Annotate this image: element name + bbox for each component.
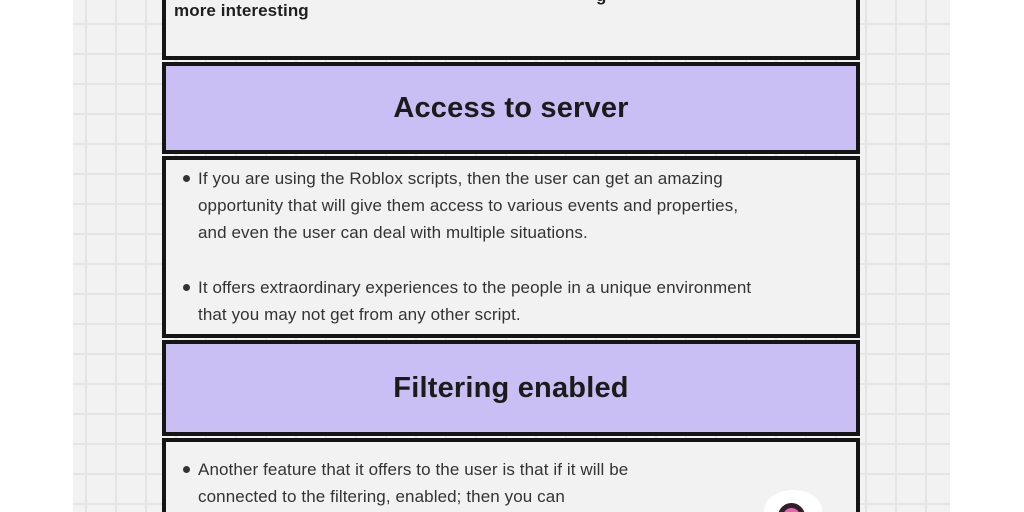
- intro-box: g more interesting: [162, 0, 860, 60]
- section-title: Filtering enabled: [393, 371, 629, 404]
- intro-text: more interesting: [174, 1, 309, 20]
- section-header-access-to-server: Access to server: [162, 62, 860, 154]
- bullet-list: Another feature that it offers to the us…: [166, 442, 856, 510]
- section-title: Access to server: [393, 91, 629, 124]
- section-body-access-to-server: If you are using the Roblox scripts, the…: [162, 156, 860, 338]
- section-body-filtering-enabled: Another feature that it offers to the us…: [162, 438, 860, 512]
- bullet-item: Another feature that it offers to the us…: [183, 456, 844, 510]
- bottom-graphic-glow: [764, 490, 822, 512]
- bullet-item: If you are using the Roblox scripts, the…: [183, 165, 844, 246]
- cutoff-text-fragment: g: [596, 0, 606, 6]
- bullet-list: If you are using the Roblox scripts, the…: [166, 160, 856, 328]
- section-header-filtering-enabled: Filtering enabled: [162, 340, 860, 436]
- bullet-item: It offers extraordinary experiences to t…: [183, 274, 844, 328]
